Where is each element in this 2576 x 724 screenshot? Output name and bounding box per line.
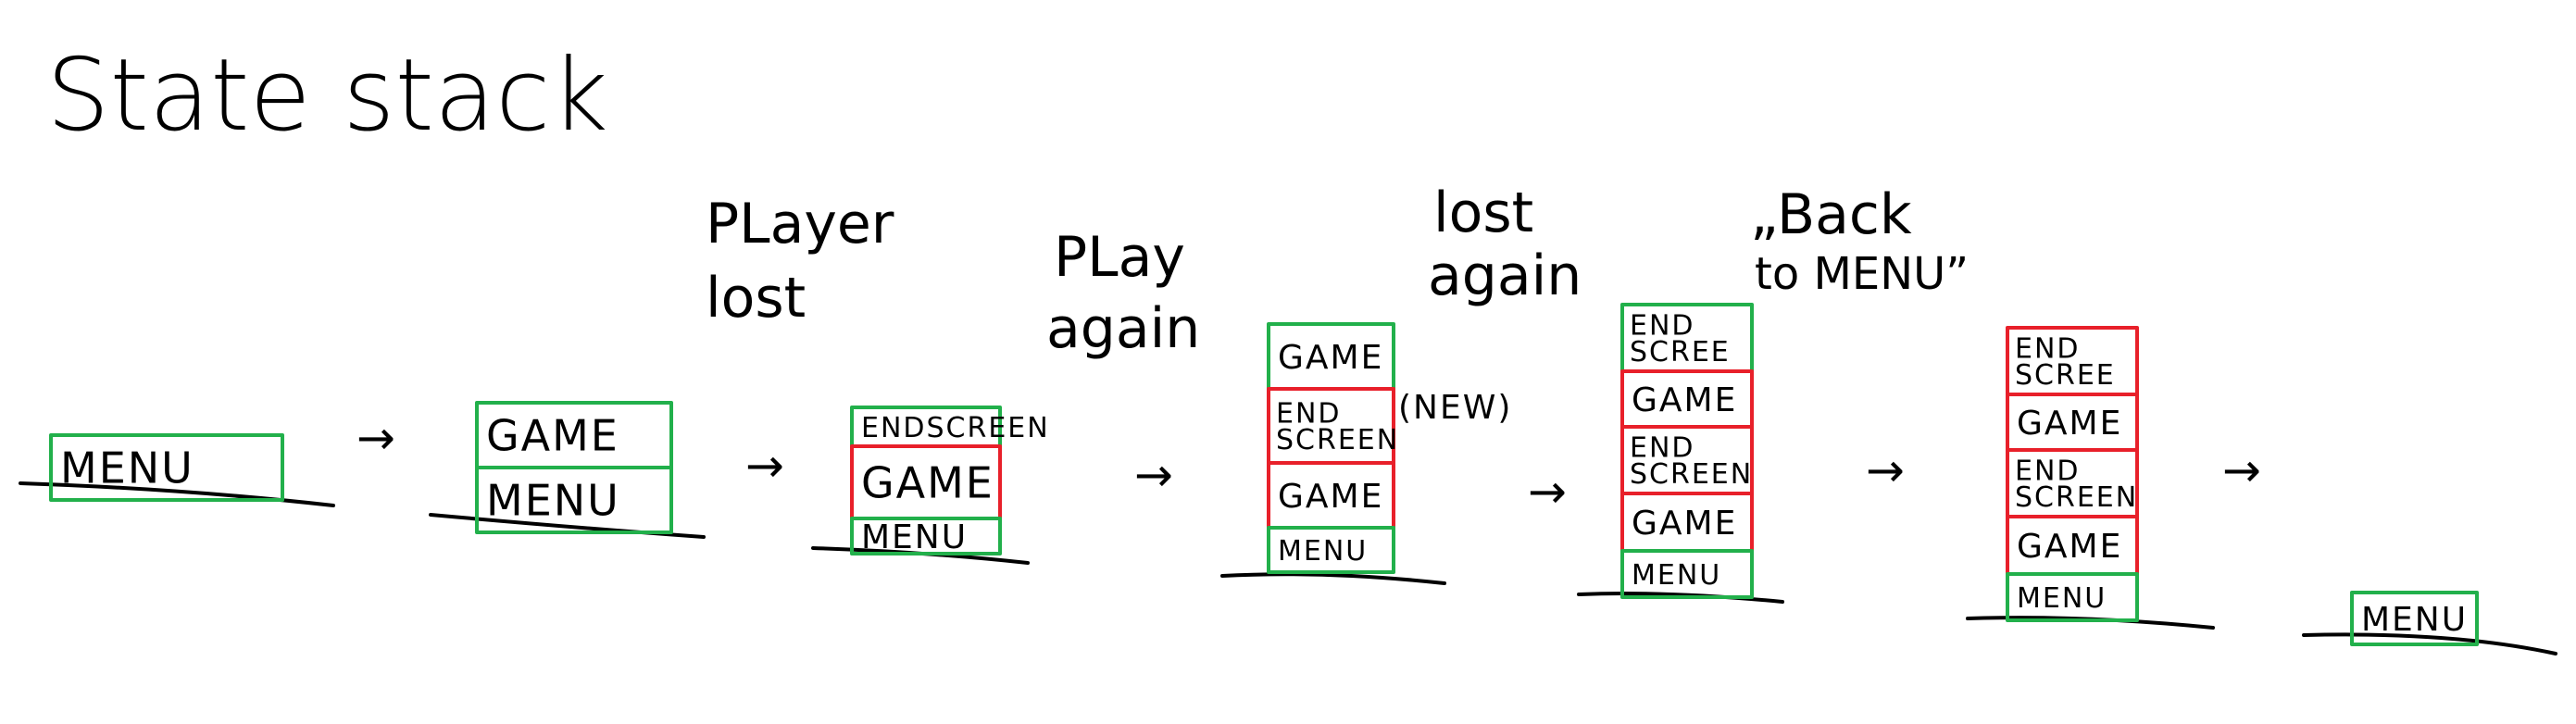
state-label: GAME [1632,381,1737,419]
caption-line: PLayer [706,192,894,256]
caption-line: „Back [1750,182,1912,247]
stack-s7: MENU [2350,591,2479,646]
state-label: GAME [2017,405,2122,443]
arrow-icon: → [1528,465,1567,518]
state-box [2350,591,2479,646]
state-label: GAME [2017,528,2122,566]
state-box [1267,526,1395,574]
caption-line: to MENU” [1755,248,1969,300]
caption-line: lost [706,266,806,331]
arrow-icon: → [356,411,395,465]
diagram-title: State stack [46,38,608,154]
ground-line [2302,632,2557,655]
stack-s1: MENU [49,433,284,502]
caption-line: again [1428,243,1582,308]
ground-line [1220,572,1446,585]
ground-line [19,481,335,507]
state-label: MENU [60,443,194,493]
state-label: GAME [1632,505,1737,543]
ground-line [1577,592,1784,604]
state-label: MENU [1632,559,1721,592]
new-tag: (NEW) [1398,389,1512,427]
state-box [1620,549,1754,599]
arrow-icon: → [2222,443,2261,497]
state-label: GAME [1278,478,1383,516]
stack-s2: GAME MENU [475,401,673,534]
arrow-icon: → [1134,448,1173,502]
caption-lost-again: lost again [1428,181,1582,308]
ground-line [429,513,706,539]
state-box [2006,572,2139,622]
caption-player-lost: PLayer lost [706,192,894,331]
state-label: MENU [486,476,620,526]
state-label: GAME [486,411,619,461]
state-label: MENU [2361,601,2468,639]
state-label: MENU [2017,582,2107,615]
caption-line: lost [1433,181,1533,245]
arrow-icon: → [1866,443,1905,497]
stack-s3: ENDSCREEN GAME MENU [850,406,1050,556]
arrow-icon: → [745,439,784,493]
state-box [49,433,284,502]
state-label: GAME [861,458,994,508]
caption-play-again: PLay again [1046,225,1200,361]
state-box [850,517,1002,555]
caption-line: again [1046,296,1200,361]
caption-line: PLay [1054,225,1185,290]
state-label: MENU [1278,535,1368,568]
state-label: GAME [1278,339,1383,377]
state-box [475,466,673,534]
state-label: ENDSCREEN [861,412,1050,444]
caption-back-to-menu: „Back to MENU” [1750,182,1969,300]
state-label: MENU [861,518,968,556]
